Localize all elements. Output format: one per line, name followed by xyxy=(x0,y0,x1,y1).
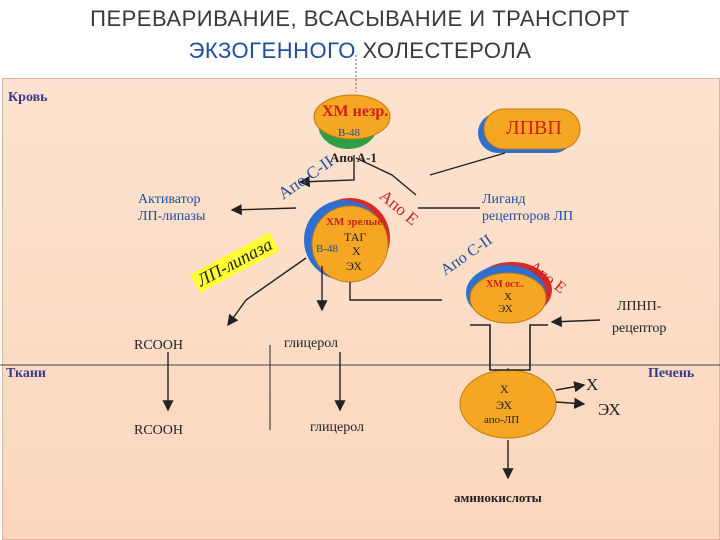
glycerol-blood-label: глицерол xyxy=(284,336,339,351)
lpvp-particle xyxy=(483,108,581,150)
liver-cell-x: Х xyxy=(500,382,509,396)
arrow-receptor xyxy=(550,315,601,328)
tissues-label: Ткани xyxy=(6,366,46,381)
hm-mature-b48: B-48 xyxy=(316,243,338,255)
lpvp-label: ЛПВП xyxy=(506,117,562,139)
glycerol-tissue-label: глицерол xyxy=(310,420,365,435)
rcooh-tissue-label: RCOOH xyxy=(134,423,184,438)
liver-cell-apo: апо-ЛП xyxy=(484,414,520,426)
amino-acids-label: аминокислоты xyxy=(454,490,542,505)
hm-mature-tag: ТАГ xyxy=(344,230,367,244)
apo-a1-label: Апо А-1 xyxy=(330,150,377,165)
arrow-apoa1 xyxy=(298,155,355,188)
hm-nascent-b48: B-48 xyxy=(338,127,360,139)
title-highlight: ЭКЗОГЕННОГО xyxy=(188,38,356,63)
liver-cell-ex: ЭХ xyxy=(496,398,512,412)
liver-label: Печень xyxy=(648,366,695,381)
arrow-lpvp xyxy=(429,152,506,176)
title-rest: ХОЛЕСТЕРОЛА xyxy=(355,38,532,63)
hm-remnant-ex: ЭХ xyxy=(498,303,513,315)
blood-label: Кровь xyxy=(8,90,48,105)
arrow-liver-out1 xyxy=(555,381,586,393)
hm-mature-particle xyxy=(304,198,390,283)
arrow-rcooh xyxy=(227,257,307,327)
hm-nascent-particle xyxy=(313,94,391,149)
hm-remnant-title: ХМ ост.. xyxy=(486,279,524,290)
liver-out-x: Х xyxy=(586,375,599,394)
ldl-receptor-label: ЛПНП-рецептор xyxy=(612,299,667,336)
arrow-to-remnant xyxy=(349,282,442,301)
hm-remnant-particle xyxy=(466,262,552,324)
arrow-liver-out2 xyxy=(555,397,586,409)
page-title-line1: ПЕРЕВАРИВАНИЕ, ВСАСЫВАНИЕ И ТРАНСПОРТ xyxy=(90,6,630,31)
hm-mature-ex: ЭХ xyxy=(346,259,362,273)
page-title-line2: ЭКЗОГЕННОГО ХОЛЕСТЕРОЛА xyxy=(0,38,720,64)
arrow-activator xyxy=(230,204,297,216)
hm-mature-x: Х xyxy=(352,244,361,258)
hm-mature-title: ХМ зрелые xyxy=(326,216,383,228)
rcooh-blood-label: RCOOH xyxy=(134,338,184,353)
liver-out-ex: ЭХ xyxy=(598,400,621,419)
hm-remnant-x: Х xyxy=(504,291,512,303)
arrow-to-apoe xyxy=(355,157,417,196)
hm-nascent-label: ХМ незр. xyxy=(322,103,389,120)
receptor-shape xyxy=(470,324,548,371)
